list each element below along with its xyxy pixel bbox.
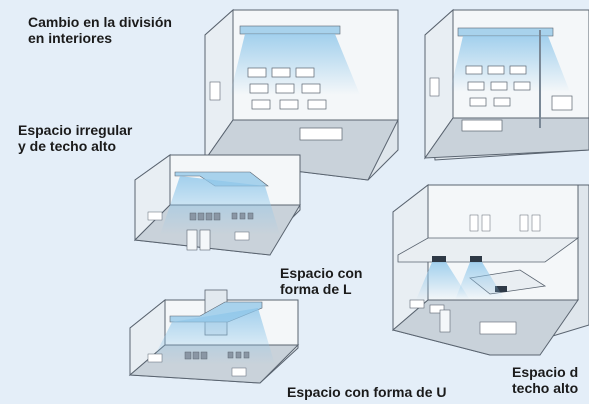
ac-unit <box>470 256 482 262</box>
label-high-ceiling: Espacio d techo alto <box>512 364 578 396</box>
label-u-shape: Espacio con forma de U <box>287 384 447 400</box>
label-line: Espacio d <box>512 364 579 380</box>
label-division-change: Cambio en la división en interiores <box>28 14 172 46</box>
label-irregular-space: Espacio irregular y de techo alto <box>18 122 132 154</box>
label-line: Espacio con <box>280 265 363 281</box>
room-u-shape <box>128 289 300 384</box>
airflow <box>150 308 275 365</box>
label-line: forma de L <box>280 281 352 297</box>
label-l-shape: Espacio con forma de L <box>280 265 362 297</box>
airflow <box>455 262 505 300</box>
equipment <box>147 211 254 241</box>
ac-unit <box>432 256 446 262</box>
label-line: y de techo alto <box>18 138 117 154</box>
furniture <box>409 299 517 335</box>
label-line: Cambio en la división <box>28 14 172 30</box>
room-division-after <box>424 8 589 161</box>
airflow <box>416 262 470 300</box>
label-line: Espacio irregular <box>18 122 133 138</box>
airflow <box>230 34 360 95</box>
ac-duct <box>457 27 554 37</box>
room-l-shape <box>133 154 301 256</box>
room-high-ceiling <box>391 183 589 356</box>
ac-unit <box>495 286 507 292</box>
ac-duct <box>239 25 341 35</box>
label-line: techo alto <box>512 380 579 396</box>
windows <box>469 214 541 232</box>
desks <box>247 67 343 141</box>
desks <box>461 65 573 132</box>
room-division-before <box>204 8 399 181</box>
equipment <box>147 351 250 377</box>
label-line: en interiores <box>28 30 113 46</box>
